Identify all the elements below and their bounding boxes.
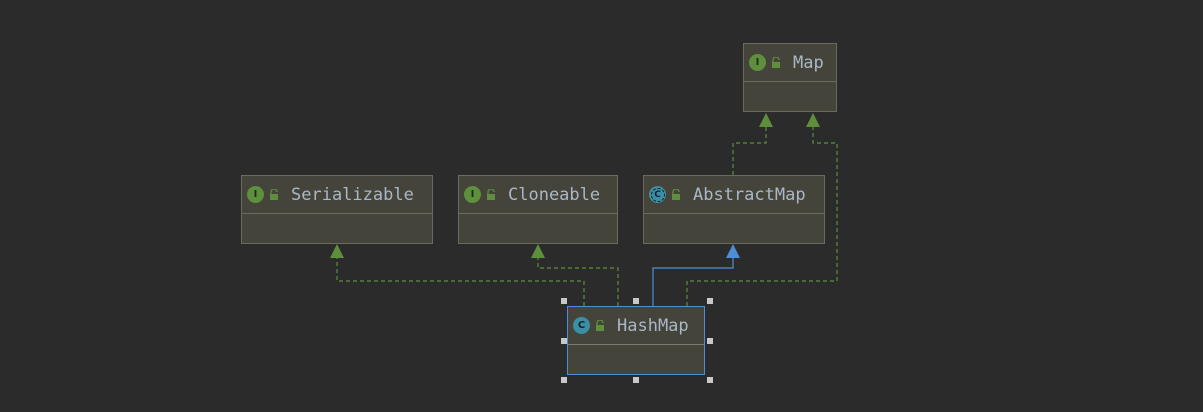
interface-icon: I <box>749 54 766 71</box>
resize-handle-top-center[interactable] <box>633 298 639 304</box>
node-cloneable[interactable]: I Cloneable <box>458 175 618 244</box>
resize-handle-top-left[interactable] <box>561 298 567 304</box>
edge-hashmap-extends-abstractmap <box>652 257 734 306</box>
node-name: Cloneable <box>508 184 601 205</box>
node-name: Map <box>793 52 824 73</box>
node-header: I Serializable <box>242 176 432 214</box>
node-name: HashMap <box>617 315 689 336</box>
resize-handle-top-right[interactable] <box>707 298 713 304</box>
arrowhead-abstractmap <box>726 244 740 258</box>
unlocked-icon <box>596 320 604 331</box>
interface-icon: I <box>464 186 481 203</box>
node-serializable[interactable]: I Serializable <box>241 175 433 244</box>
unlocked-icon <box>487 189 495 200</box>
edge-hashmap-implements-cloneable <box>537 257 619 306</box>
node-name: AbstractMap <box>693 184 806 205</box>
edge-hashmap-implements-map <box>686 126 838 306</box>
abstract-class-icon: C <box>649 186 666 203</box>
resize-handle-bottom-right[interactable] <box>707 377 713 383</box>
resize-handle-bottom-center[interactable] <box>633 377 639 383</box>
arrowhead-map-left <box>759 113 773 127</box>
interface-icon: I <box>247 186 264 203</box>
resize-handle-bottom-left[interactable] <box>561 377 567 383</box>
resize-handle-middle-left[interactable] <box>561 338 567 344</box>
arrowhead-cloneable <box>531 244 545 258</box>
node-header: C HashMap <box>568 307 704 345</box>
unlocked-icon <box>672 189 680 200</box>
node-map[interactable]: I Map <box>743 43 837 112</box>
node-abstractmap[interactable]: C AbstractMap <box>643 175 825 244</box>
node-hashmap[interactable]: C HashMap <box>567 306 705 375</box>
unlocked-icon <box>772 57 780 68</box>
edge-hashmap-implements-serializable <box>336 257 585 306</box>
arrowhead-serializable <box>330 244 344 258</box>
node-header: C AbstractMap <box>644 176 824 214</box>
node-header: I Cloneable <box>459 176 617 214</box>
resize-handle-middle-right[interactable] <box>707 338 713 344</box>
arrowhead-map-right <box>806 113 820 127</box>
unlocked-icon <box>270 189 278 200</box>
edge-abstractmap-implements-map <box>732 126 767 175</box>
node-header: I Map <box>744 44 836 82</box>
node-name: Serializable <box>291 184 414 205</box>
class-icon: C <box>573 317 590 334</box>
